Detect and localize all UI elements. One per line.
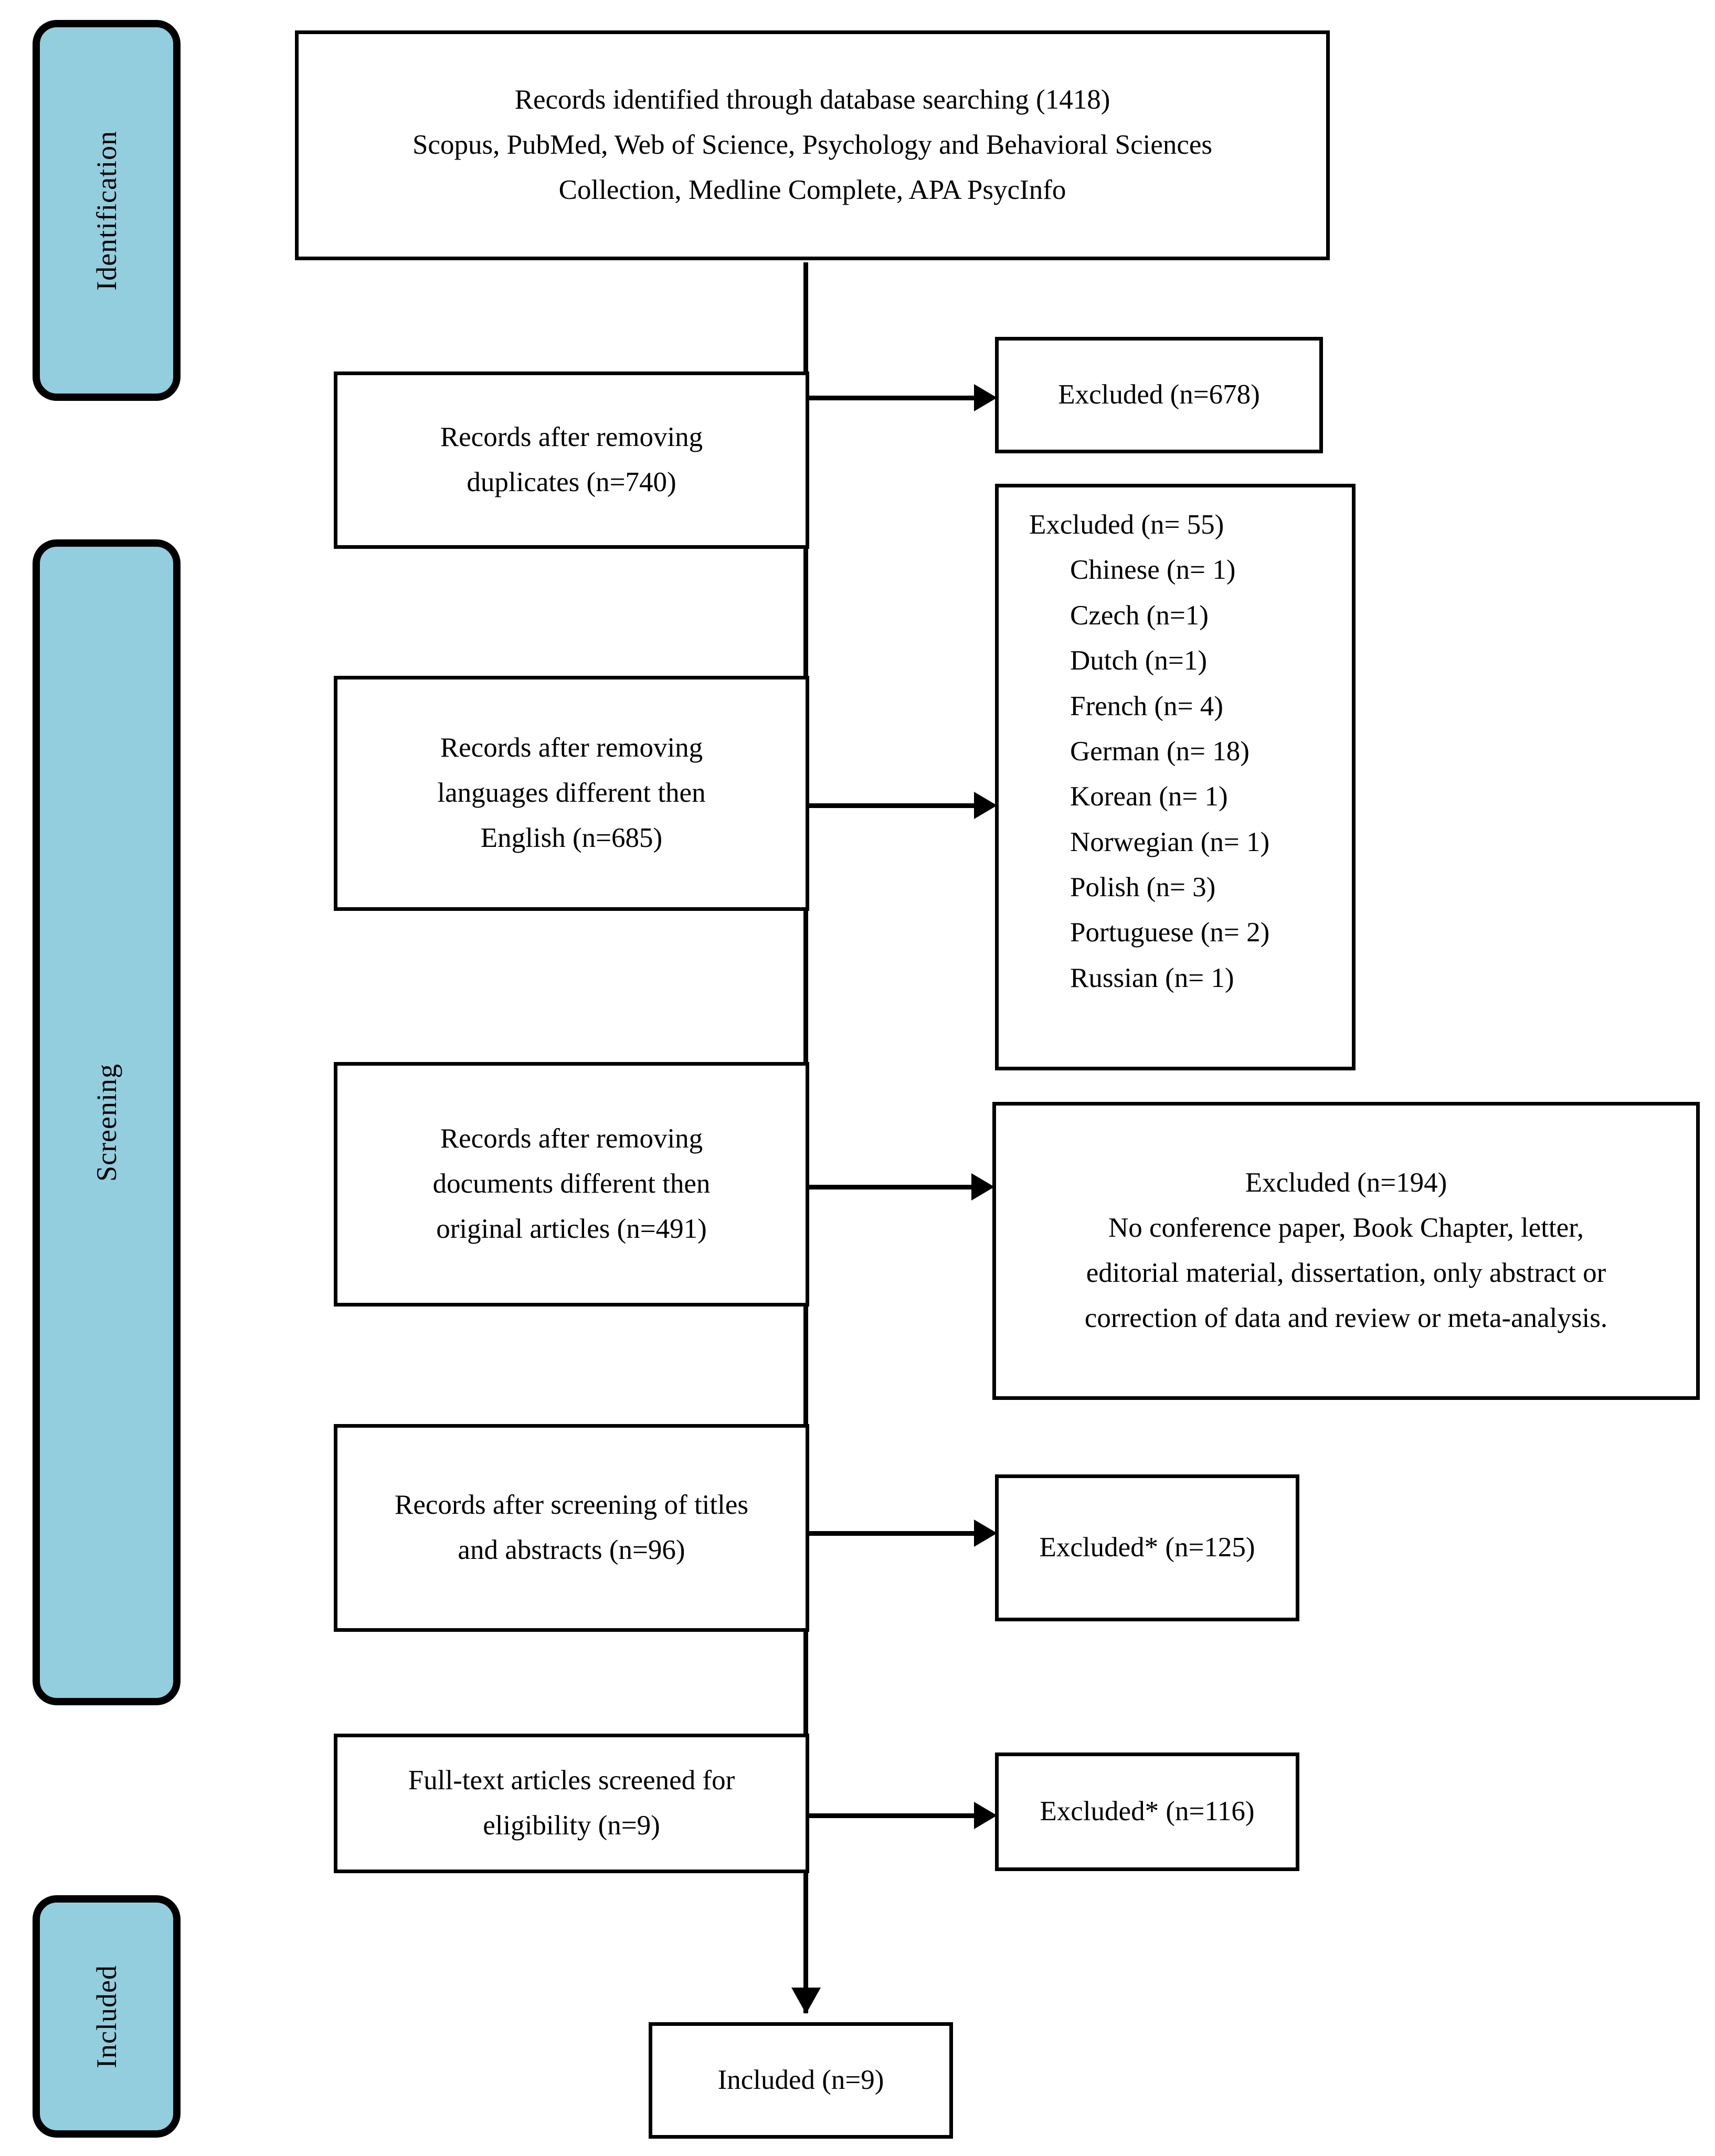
box-line: eligibility (n=9) (483, 1810, 660, 1841)
stage-pill-screening: Screening (33, 539, 181, 1705)
excluded-language-item: Russian (n= 1) (1070, 962, 1234, 993)
box-line: Collection, Medline Complete, APA PsycIn… (558, 174, 1066, 205)
stage-pill-identification: Identification (33, 20, 181, 401)
excluded-language-item: Czech (n=1) (1070, 600, 1209, 631)
stage-label-identification: Identification (91, 130, 122, 291)
box-line: Excluded* (n=125) (1039, 1532, 1255, 1563)
excluded-languages-heading: Excluded (n= 55) (1029, 509, 1224, 540)
box-line: Excluded* (n=116) (1040, 1796, 1255, 1827)
excluded-language-item: French (n= 4) (1070, 691, 1223, 721)
box-records-after-duplicates: Records after removing duplicates (n=740… (334, 371, 809, 549)
excluded-language-item: German (n= 18) (1070, 736, 1250, 767)
box-excluded-documents: Excluded (n=194) No conference paper, Bo… (992, 1102, 1700, 1400)
excluded-language-item: Norwegian (n= 1) (1070, 826, 1270, 857)
box-line: languages different then (437, 778, 706, 809)
box-line: English (n=685) (480, 822, 663, 853)
connector-line-excluded-fulltext (803, 1813, 987, 1818)
stage-pill-included: Included (33, 1895, 181, 2138)
box-records-after-languages: Records after removing languages differe… (334, 676, 809, 911)
box-line: No conference paper, Book Chapter, lette… (1108, 1213, 1584, 1244)
arrow-excluded-duplicates (974, 384, 997, 411)
box-line: Records after removing (440, 422, 703, 453)
connector-line-excluded-documents (803, 1185, 984, 1189)
box-line: documents different then (432, 1169, 711, 1199)
box-records-identified: Records identified through database sear… (295, 30, 1330, 260)
box-line: original articles (n=491) (436, 1213, 707, 1244)
box-line: Excluded (n=194) (1245, 1167, 1447, 1198)
box-line: and abstracts (n=96) (458, 1535, 685, 1565)
box-included-final: Included (n=9) (649, 2022, 953, 2139)
arrow-excluded-fulltext (974, 1802, 997, 1829)
box-line: Excluded (n=678) (1058, 379, 1260, 410)
box-excluded-fulltext: Excluded* (n=116) (995, 1753, 1299, 1871)
box-excluded-duplicates: Excluded (n=678) (995, 337, 1323, 453)
box-line: duplicates (n=740) (467, 467, 676, 497)
connector-line-excluded-titles (803, 1531, 987, 1536)
box-line: Records after removing (440, 732, 703, 763)
connector-line-excluded-duplicates (803, 396, 987, 400)
arrow-excluded-titles (974, 1520, 997, 1547)
stage-label-screening: Screening (91, 1063, 122, 1182)
box-line: Records identified through database sear… (514, 84, 1110, 115)
arrow-included-final (791, 1988, 821, 2014)
box-excluded-titles: Excluded* (n=125) (995, 1474, 1299, 1621)
connector-line-excluded-languages (803, 803, 987, 808)
arrow-excluded-documents (971, 1173, 994, 1201)
box-line: Records after removing (440, 1123, 703, 1154)
stage-label-included: Included (91, 1964, 122, 2068)
box-line: Records after screening of titles (394, 1490, 749, 1521)
excluded-language-item: Korean (n= 1) (1070, 781, 1228, 812)
excluded-language-item: Chinese (n= 1) (1070, 555, 1236, 586)
box-line: Included (n=9) (717, 2065, 884, 2096)
box-fulltext-screened: Full-text articles screened for eligibil… (334, 1734, 809, 1873)
box-records-after-titles: Records after screening of titles and ab… (334, 1424, 809, 1632)
box-line: Scopus, PubMed, Web of Science, Psycholo… (412, 130, 1213, 161)
box-line: editorial material, dissertation, only a… (1086, 1258, 1606, 1288)
box-line: Full-text articles screened for (408, 1765, 735, 1796)
box-line: correction of data and review or meta-an… (1084, 1302, 1608, 1333)
excluded-language-item: Polish (n= 3) (1070, 872, 1216, 902)
box-excluded-languages: Excluded (n= 55) Chinese (n= 1) Czech (n… (995, 484, 1356, 1070)
excluded-language-item: Dutch (n=1) (1070, 645, 1207, 676)
box-records-after-documents: Records after removing documents differe… (334, 1062, 809, 1307)
excluded-language-item: Portuguese (n= 2) (1070, 917, 1270, 948)
arrow-excluded-languages (974, 792, 997, 819)
